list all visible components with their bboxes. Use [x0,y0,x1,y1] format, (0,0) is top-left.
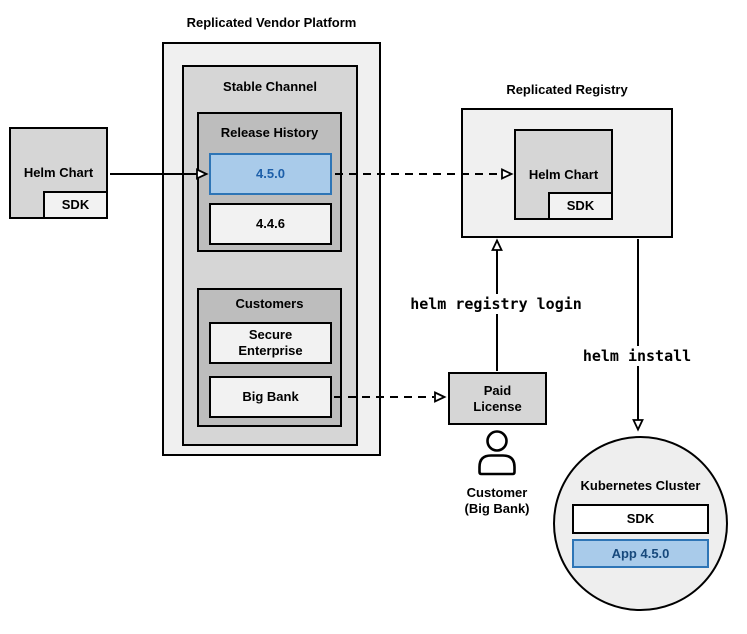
customer-big-bank-label: Big Bank [242,389,299,404]
source-sdk-box: SDK [43,191,108,219]
source-helm-chart-box: Helm Chart SDK [9,127,108,219]
cluster-sdk-label: SDK [626,511,655,526]
registry-helm-chart-box: Helm Chart SDK [514,129,613,220]
registry-sdk-label: SDK [566,198,595,213]
arrow-registry-to-cluster [632,239,644,432]
customer-actor-line1: Customer [466,485,528,500]
kubernetes-cluster-circle: Kubernetes Cluster SDK App 4.5.0 [553,436,728,611]
customer-secure-enterprise-label: Secure Enterprise [238,327,303,358]
release-version-446: 4.4.6 [209,203,332,245]
source-sdk-label: SDK [61,197,90,212]
cluster-app-box: App 4.5.0 [572,539,709,568]
person-icon [478,430,516,476]
kubernetes-cluster-title: Kubernetes Cluster [580,478,701,493]
customer-actor-line2: (Big Bank) [464,501,530,516]
registry-title: Replicated Registry [506,82,628,97]
release-history-title: Release History [220,125,319,140]
release-450-label: 4.5.0 [256,166,285,181]
stable-channel-title: Stable Channel [223,79,317,94]
customers-title: Customers [235,296,304,311]
customer-big-bank-box: Big Bank [209,376,332,418]
customer-secure-enterprise-box: Secure Enterprise [209,322,332,364]
platform-title: Replicated Vendor Platform [186,15,357,30]
paid-license-box: Paid License [448,372,547,425]
source-helm-chart-label: Helm Chart [23,165,94,180]
command-helm-install: helm install [578,346,696,366]
release-446-label: 4.4.6 [256,216,285,231]
cluster-sdk-box: SDK [572,504,709,534]
command-helm-registry-login: helm registry login [406,294,586,314]
paid-license-label: Paid License [473,382,522,414]
registry-sdk-box: SDK [548,192,613,220]
cluster-app-label: App 4.5.0 [611,545,670,561]
registry-helm-chart-label: Helm Chart [528,166,599,182]
customer-actor-label: Customer (Big Bank) [447,485,547,517]
release-version-450: 4.5.0 [209,153,332,195]
